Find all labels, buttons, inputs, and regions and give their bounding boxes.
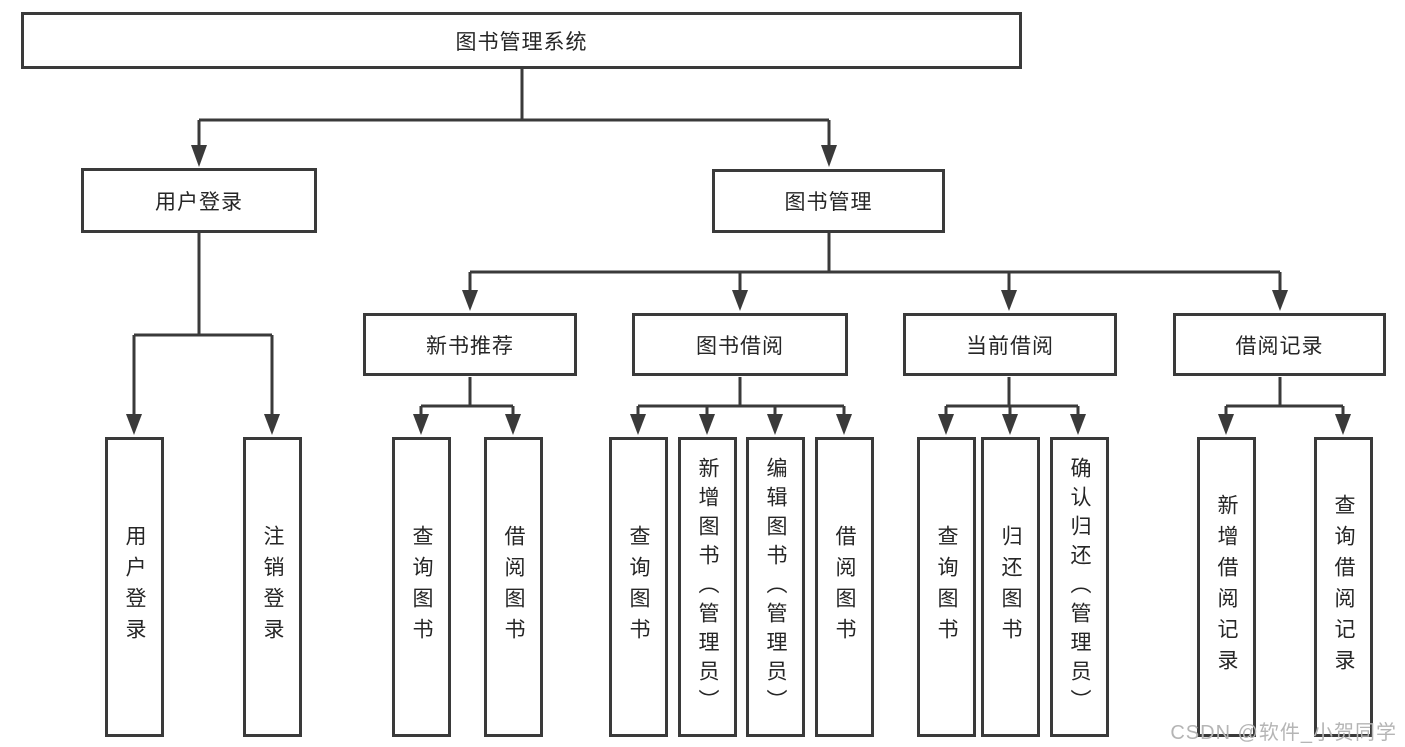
- current-borrow-label: 当前借阅: [966, 334, 1054, 358]
- leaf-add-borrow-record-label: 新增借阅记录: [1215, 494, 1238, 680]
- book-borrow-label: 图书借阅: [696, 334, 784, 358]
- leaf-add-books-admin-label: 新增图书（管理员）: [696, 456, 719, 718]
- leaf-logout: 注销登录: [243, 437, 302, 737]
- borrow-records-label: 借阅记录: [1235, 334, 1324, 358]
- leaf-add-books-admin: 新增图书（管理员）: [678, 437, 737, 737]
- connector-book-borrow: [636, 377, 846, 415]
- node-current-borrow: 当前借阅: [903, 313, 1117, 376]
- leaf-query-borrow-record: 查询借阅记录: [1314, 437, 1373, 737]
- connector-root: [197, 69, 831, 147]
- node-book-management: 图书管理: [712, 169, 945, 233]
- node-borrow-records: 借阅记录: [1173, 313, 1386, 376]
- leaf-query-books-2: 查询图书: [609, 437, 668, 737]
- leaf-borrow-books-1: 借阅图书: [484, 437, 543, 737]
- connector-user-login: [132, 233, 274, 415]
- leaf-query-borrow-record-label: 查询借阅记录: [1332, 494, 1355, 680]
- leaf-query-books-3: 查询图书: [917, 437, 976, 737]
- user-login-label: 用户登录: [155, 190, 243, 214]
- leaf-confirm-return-admin: 确认归还（管理员）: [1050, 437, 1109, 737]
- node-root-title: 图书管理系统: [21, 12, 1022, 69]
- node-user-login: 用户登录: [81, 168, 317, 233]
- new-book-recommend-label: 新书推荐: [426, 334, 514, 358]
- connector-borrow-records: [1224, 377, 1345, 415]
- leaf-return-books: 归还图书: [981, 437, 1040, 737]
- node-new-book-recommend: 新书推荐: [363, 313, 577, 376]
- book-management-label: 图书管理: [784, 191, 873, 214]
- leaf-borrow-books-2-label: 借阅图书: [833, 525, 856, 649]
- leaf-query-books-1-label: 查询图书: [410, 525, 433, 649]
- node-book-borrow: 图书借阅: [632, 313, 848, 376]
- csdn-watermark: CSDN @软件_小贺同学: [1170, 722, 1397, 744]
- leaf-user-login-label: 用户登录: [123, 525, 146, 649]
- leaf-return-books-label: 归还图书: [999, 525, 1022, 649]
- leaf-logout-label: 注销登录: [261, 525, 284, 649]
- leaf-edit-books-admin: 编辑图书（管理员）: [746, 437, 805, 737]
- leaf-query-books-3-label: 查询图书: [935, 525, 958, 649]
- root-label: 图书管理系统: [455, 30, 588, 54]
- leaf-confirm-return-admin-label: 确认归还（管理员）: [1068, 456, 1091, 718]
- connector-current-borrow: [944, 377, 1080, 415]
- connector-book-management: [468, 233, 1282, 292]
- arrowheads: [126, 145, 1351, 435]
- leaf-borrow-books-1-label: 借阅图书: [502, 525, 525, 649]
- leaf-borrow-books-2: 借阅图书: [815, 437, 874, 737]
- connector-new-book-recommend: [419, 377, 515, 415]
- leaf-add-borrow-record: 新增借阅记录: [1197, 437, 1256, 737]
- leaf-edit-books-admin-label: 编辑图书（管理员）: [764, 456, 787, 718]
- leaf-user-login: 用户登录: [105, 437, 164, 737]
- leaf-query-books-1: 查询图书: [392, 437, 451, 737]
- leaf-query-books-2-label: 查询图书: [627, 525, 650, 649]
